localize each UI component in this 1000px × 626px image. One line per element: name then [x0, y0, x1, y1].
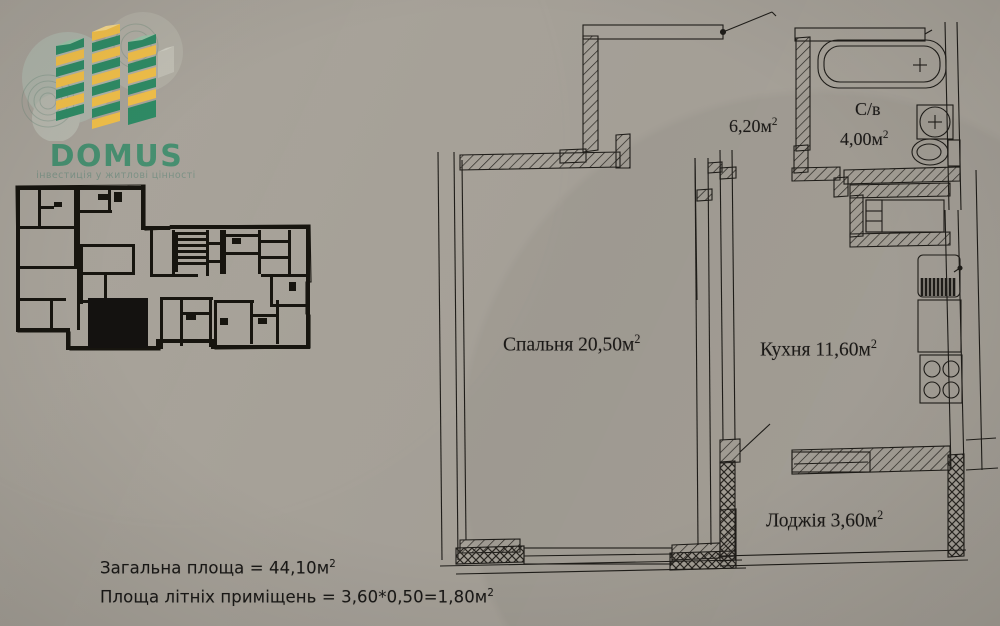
domus-logo: DOMUS інвестиція у житлові цінності: [8, 6, 213, 191]
room-label-bedroom: Спальня 20,50м2: [503, 332, 641, 356]
isometric-buildings-icon: [21, 12, 183, 141]
room-label-bathroom-area: 4,00м2: [840, 129, 889, 149]
floor-plan-drawing: [437, 11, 999, 575]
area-summary: Загальна площа = 44,10м2 Площа літніх пр…: [100, 552, 494, 609]
key-plan-drawing: [15, 184, 312, 351]
room-label-loggia-text: Лоджія 3,60м: [766, 510, 878, 532]
room-label-bathroom-area-text: 4,00м: [840, 129, 883, 149]
room-label-bedroom-text: Спальня 20,50м: [503, 334, 635, 356]
total-area-text: Загальна площа = 44,10м: [100, 558, 330, 578]
logo-tagline: інвестиція у житлові цінності: [36, 170, 196, 181]
room-label-kitchen-text: Кухня 11,60м: [760, 339, 871, 361]
room-label-hall-text: 6,20м: [729, 116, 772, 136]
room-label-hall: 6,20м2: [729, 116, 778, 136]
room-label-kitchen: Кухня 11,60м2: [760, 337, 877, 361]
highlighted-unit: [88, 300, 148, 348]
logo-wordmark: DOMUS: [49, 139, 184, 174]
total-area-line: Загальна площа = 44,10м2: [100, 558, 336, 578]
room-label-loggia: Лоджія 3,60м2: [766, 508, 884, 532]
summer-area-text: Площа літніх приміщень = 3,60*0,50=1,80м: [100, 587, 488, 606]
room-label-bathroom-name: С/в: [855, 99, 881, 119]
main-floor-plan: [420, 0, 1000, 600]
summer-area-line: Площа літніх приміщень = 3,60*0,50=1,80м…: [100, 587, 494, 606]
key-plan: [10, 182, 315, 354]
